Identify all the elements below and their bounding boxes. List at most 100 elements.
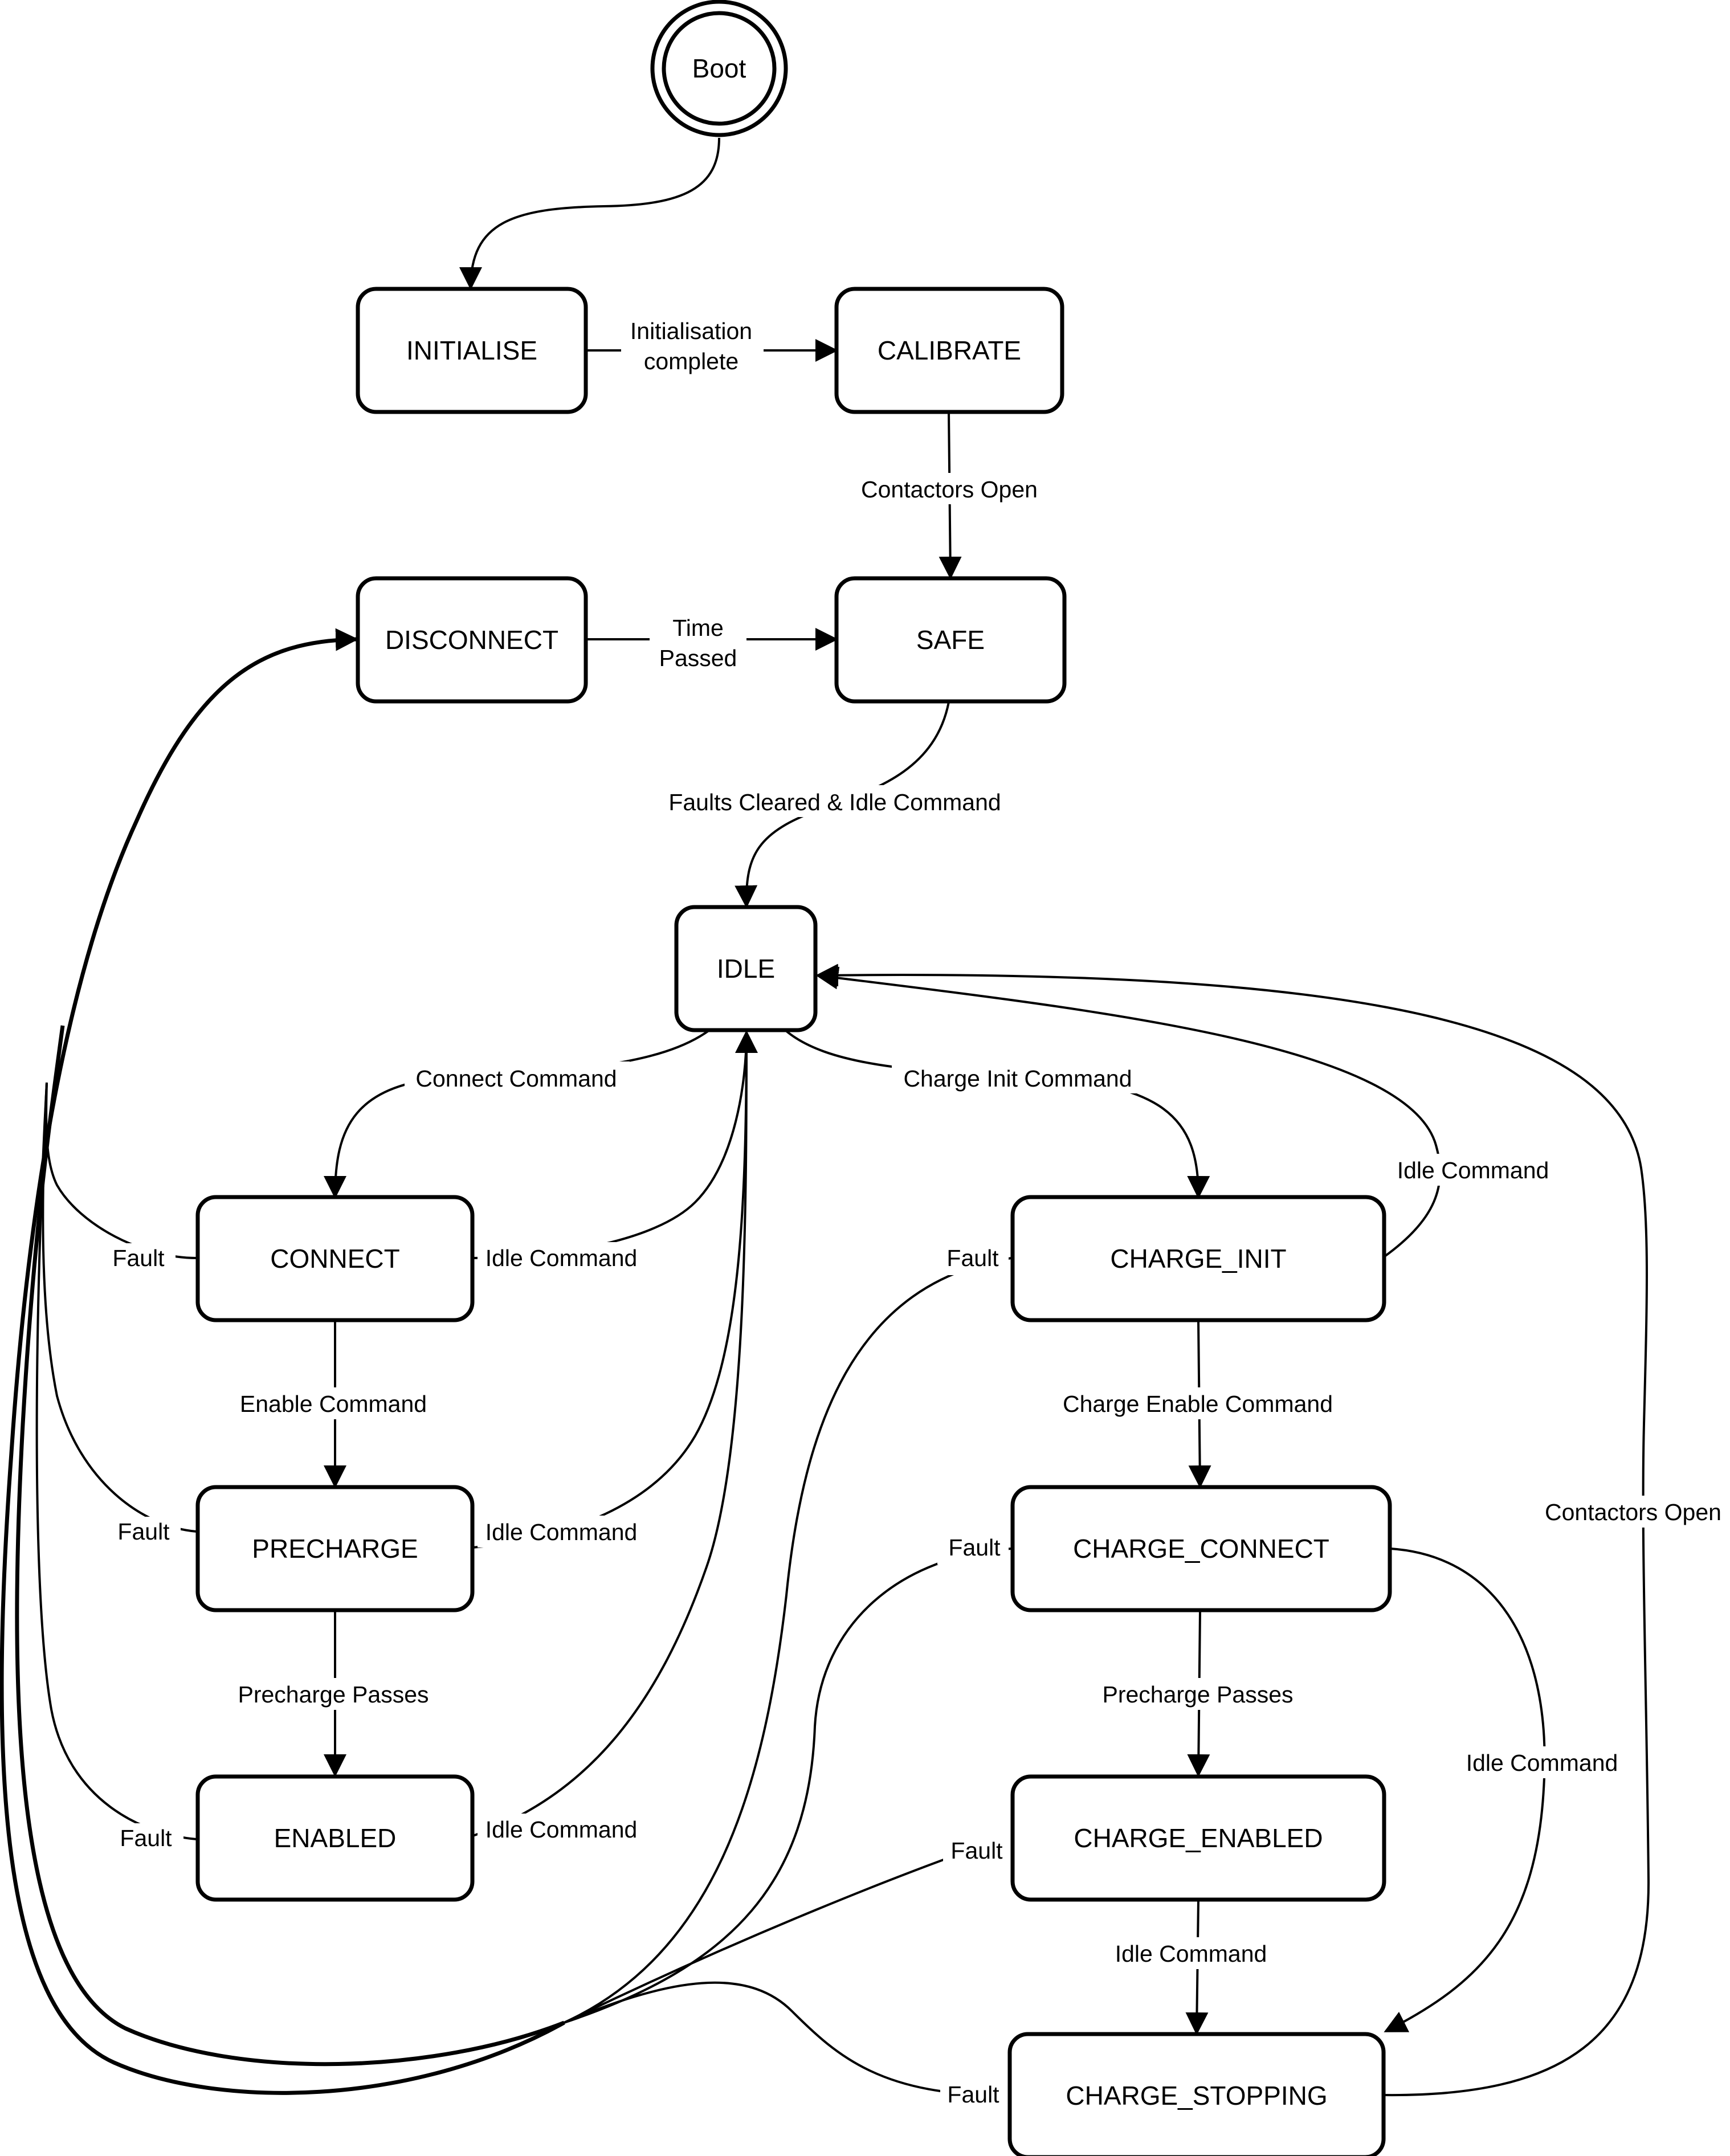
enabled-box	[195, 1774, 475, 1902]
edge-charge-init-idle	[815, 966, 1442, 1257]
label-precharge-fault: Fault	[117, 1518, 170, 1545]
state-safe[interactable]: SAFE	[834, 576, 1067, 704]
safe-label: SAFE	[916, 625, 985, 655]
edge-enabled-idle	[472, 1032, 748, 1837]
edge-precharge-idle	[472, 1032, 748, 1549]
disconnect-label: DISCONNECT	[385, 625, 558, 655]
edge-charge-init-fault	[564, 1257, 1012, 2024]
label-bg	[109, 1517, 181, 1549]
label-bg	[937, 1243, 1009, 1275]
label-charge-connect-fault: Fault	[948, 1534, 1001, 1561]
state-connect[interactable]: CONNECT	[195, 1195, 475, 1322]
states: Boot INITIALISE CALIBRATE DISCONNECT SAF…	[195, 0, 1392, 2156]
state-boot[interactable]: Boot	[650, 0, 788, 137]
state-calibrate[interactable]: CALIBRATE	[834, 287, 1064, 414]
edge-precharge-fault	[42, 1082, 197, 1533]
connect-box	[195, 1195, 475, 1322]
calibrate-label: CALIBRATE	[878, 336, 1021, 365]
label-bg	[650, 610, 746, 672]
state-charge-enabled[interactable]: CHARGE_ENABLED	[1010, 1774, 1386, 1902]
label-bg	[405, 1061, 630, 1093]
label-bg	[225, 1678, 442, 1710]
label-connect-precharge: Enable Command	[240, 1391, 427, 1417]
boot-label: Boot	[692, 54, 746, 83]
initialise-box	[356, 287, 588, 414]
label-precharge-enabled: Precharge Passes	[238, 1681, 429, 1708]
charge-connect-box	[1010, 1485, 1392, 1612]
precharge-label: PRECHARGE	[252, 1534, 418, 1563]
label-idle-connect: Connect Command	[415, 1065, 617, 1092]
label-charge-init-charge-connect: Charge Enable Command	[1063, 1391, 1333, 1417]
label-bg	[478, 1242, 648, 1274]
label-bg	[478, 1814, 648, 1845]
label-bg	[112, 1823, 183, 1855]
label-bg	[1456, 1746, 1630, 1778]
label-charge-connect-stopping: Idle Command	[1466, 1750, 1618, 1776]
edge-charge-connect-fault	[564, 1547, 1012, 2024]
charge-stopping-box	[1007, 2032, 1386, 2156]
label-initialisation: Initialisation	[630, 318, 752, 344]
label-connect-fault: Fault	[112, 1245, 165, 1271]
label-charge-stopping-fault: Fault	[947, 2081, 999, 2108]
state-initialise[interactable]: INITIALISE	[356, 287, 588, 414]
edge-enabled-fault	[35, 1082, 197, 1840]
state-idle[interactable]: IDLE	[674, 905, 818, 1032]
precharge-box	[195, 1485, 475, 1612]
label-charge-connect-charge-enabled: Precharge Passes	[1102, 1681, 1293, 1708]
label-charge-enabled-fault: Fault	[950, 1838, 1003, 1864]
label-precharge-idle: Idle Command	[485, 1519, 638, 1545]
label-bg	[104, 1243, 176, 1275]
state-charge-connect[interactable]: CHARGE_CONNECT	[1010, 1485, 1392, 1612]
connect-label: CONNECT	[270, 1244, 399, 1273]
label-enabled-idle: Idle Command	[485, 1816, 638, 1843]
label-bg	[1388, 1154, 1558, 1186]
label-bg	[228, 1387, 439, 1419]
edge-fault-trunk-return	[15, 1025, 565, 2067]
disconnect-box	[356, 576, 588, 704]
edge-connect-fault	[45, 1082, 197, 1259]
label-calibrate-safe: Contactors Open	[861, 476, 1038, 503]
label-bg	[892, 1061, 1145, 1093]
state-enabled[interactable]: ENABLED	[195, 1774, 475, 1902]
label-safe-idle: Faults Cleared & Idle Command	[668, 789, 1001, 815]
initialise-label: INITIALISE	[406, 336, 537, 365]
edge-idle-connect	[324, 1029, 711, 1199]
state-disconnect[interactable]: DISCONNECT	[356, 576, 588, 704]
idle-label: IDLE	[717, 954, 775, 983]
label-bg	[940, 2080, 1011, 2112]
label-bg	[937, 1533, 1009, 1565]
label-complete: complete	[644, 348, 738, 374]
safe-box	[834, 576, 1067, 704]
edge-charge-stopping-fault	[564, 1981, 1009, 2097]
edge-idle-charge-init	[784, 1029, 1210, 1199]
charge-init-box	[1010, 1195, 1386, 1322]
label-bg	[1091, 1678, 1308, 1710]
edge-charge-connect-charge-stopping	[1384, 1547, 1546, 2032]
state-precharge[interactable]: PRECHARGE	[195, 1485, 475, 1612]
charge-stopping-label: CHARGE_STOPPING	[1066, 2081, 1327, 2110]
idle-box	[674, 905, 818, 1032]
edge-labels: Initialisation complete Contactors Open …	[104, 313, 1729, 2112]
label-passed: Passed	[659, 645, 737, 671]
state-charge-stopping[interactable]: CHARGE_STOPPING	[1007, 2032, 1386, 2156]
label-charge-enabled-stopping: Idle Command	[1115, 1941, 1267, 1967]
charge-enabled-label: CHARGE_ENABLED	[1074, 1823, 1323, 1853]
label-connect-idle: Idle Command	[485, 1245, 638, 1271]
label-bg	[849, 473, 1051, 504]
state-charge-init[interactable]: CHARGE_INIT	[1010, 1195, 1386, 1322]
label-bg	[650, 785, 1020, 817]
label-charge-init-fault: Fault	[946, 1245, 999, 1271]
label-bg	[478, 1516, 648, 1547]
label-charge-stopping-idle: Contactors Open	[1545, 1499, 1721, 1525]
label-idle-charge-init: Charge Init Command	[903, 1065, 1132, 1092]
boot-inner-ring	[662, 11, 777, 126]
enabled-label: ENABLED	[274, 1823, 397, 1853]
charge-enabled-box	[1010, 1774, 1386, 1902]
label-bg	[1105, 1937, 1279, 1969]
edge-fault-trunk-disconnect	[0, 628, 565, 2095]
label-bg	[943, 1835, 1014, 1867]
label-time: Time	[672, 615, 724, 641]
label-charge-init-idle: Idle Command	[1397, 1157, 1549, 1183]
label-bg	[621, 313, 764, 376]
